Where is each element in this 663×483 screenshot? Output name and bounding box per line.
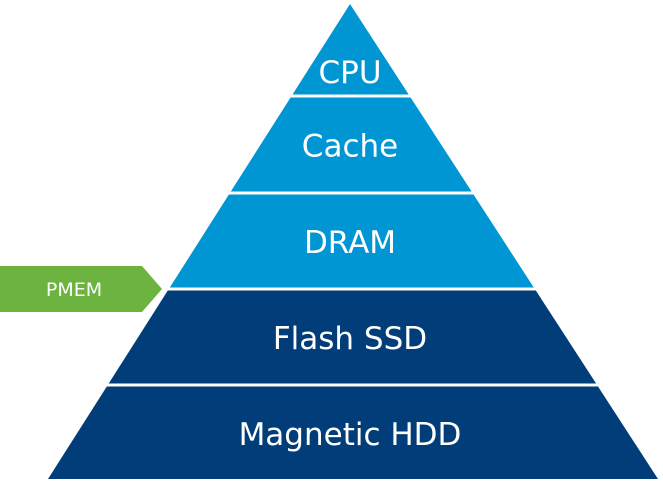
- layer-cache: [230, 97, 472, 192]
- layer-label-cpu: CPU: [318, 55, 381, 91]
- pmem-arrow-shape: [0, 266, 162, 312]
- pmem-marker: PMEM: [0, 266, 162, 312]
- pmem-label: PMEM: [46, 279, 102, 301]
- layer-dram: [169, 194, 534, 288]
- layer-label-cache: Cache: [302, 129, 398, 165]
- layer-label-magnetic-hdd: Magnetic HDD: [239, 417, 462, 453]
- layer-magnetic-hdd: [48, 386, 658, 479]
- layer-flash-ssd: [108, 290, 597, 384]
- layer-cpu: [292, 4, 409, 95]
- layer-label-dram: DRAM: [304, 225, 396, 261]
- layer-label-flash-ssd: Flash SSD: [273, 321, 427, 357]
